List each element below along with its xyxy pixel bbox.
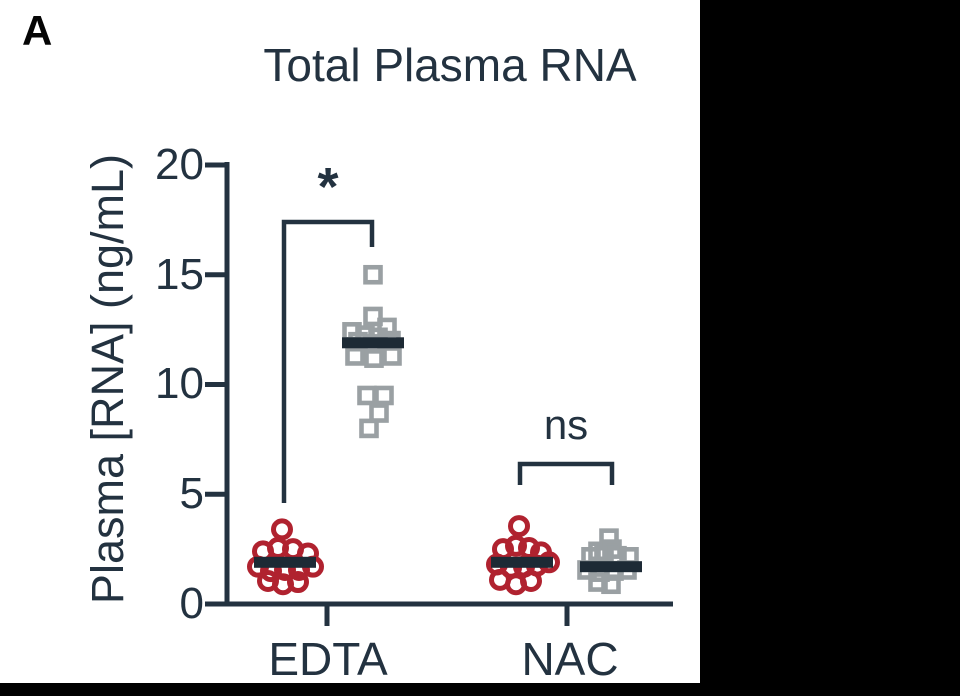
y-tick-label-20: 20 [155, 140, 204, 189]
data-point-square [364, 348, 384, 368]
black-mask-bottom [0, 683, 960, 696]
y-tick-label-15: 15 [155, 250, 204, 299]
data-point-square [363, 306, 383, 327]
x-category-label-edta: EDTA [268, 633, 388, 685]
median-bar [580, 561, 642, 573]
median-bar [254, 556, 316, 568]
data-point-circle [271, 518, 293, 541]
y-tick-label-10: 10 [155, 359, 204, 408]
black-mask-right [700, 0, 960, 696]
chart-title: Total Plasma RNA [263, 39, 637, 91]
significance-bracket-edta [281, 219, 375, 503]
data-point-circle [287, 571, 309, 594]
data-point-square [345, 346, 365, 366]
data-point-square [601, 574, 621, 595]
data-point-square [369, 403, 389, 423]
y-tick-label-0: 0 [179, 579, 204, 628]
y-tick-label-5: 5 [179, 469, 204, 518]
median-bar [342, 337, 404, 349]
data-point-square [363, 264, 383, 285]
data-point-square [374, 385, 394, 406]
data-point-square [599, 528, 619, 548]
significance-bracket-nac [517, 461, 615, 485]
data-point-square [357, 385, 377, 406]
median-bar [491, 556, 553, 568]
data-point-circle [505, 534, 527, 557]
x-category-label-nac: NAC [521, 633, 619, 685]
panel-letter: A [22, 7, 53, 54]
data-point-circle [508, 515, 530, 538]
significance-ns-label: ns [543, 401, 589, 448]
data-point-square [359, 418, 379, 439]
data-point-circle [520, 569, 542, 592]
data-point-square [382, 346, 402, 366]
significance-asterisk-label: * [317, 157, 339, 217]
data-point-circle [518, 537, 540, 560]
